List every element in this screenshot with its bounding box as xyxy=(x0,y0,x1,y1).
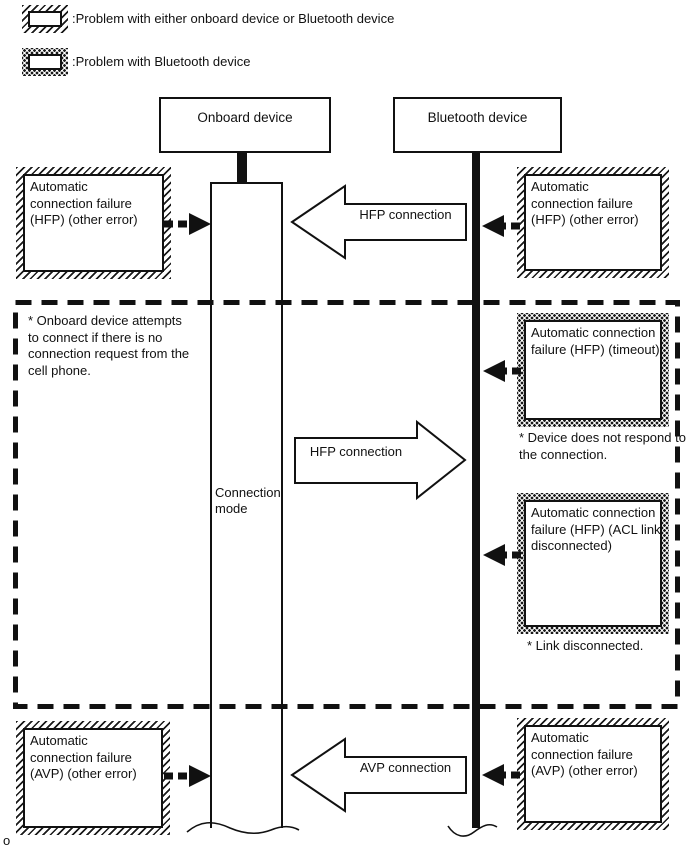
onboard-lifeline-break-wave xyxy=(186,822,300,834)
bluetooth-device-title: Bluetooth device xyxy=(427,110,528,125)
hfp-connection-top-label: HFP connection xyxy=(359,207,452,222)
legend-label-hatch: :Problem with either onboard device or B… xyxy=(72,11,395,26)
legend-hatch-swatch-inner xyxy=(28,11,62,27)
legend-dots-swatch-icon xyxy=(22,48,68,76)
avp-connection-label: AVP connection xyxy=(359,760,452,775)
connector-right-bottom-arrowhead-icon xyxy=(482,764,504,786)
connector-left-top-arrowhead-icon xyxy=(189,213,211,235)
page-corner-mark: o xyxy=(3,833,11,848)
connection-mode-activation-bar xyxy=(212,183,281,827)
connection-mode-activation-border xyxy=(210,182,283,828)
hfp-connection-arrow-right-icon xyxy=(294,419,467,501)
onboard-lifeline-stem xyxy=(237,152,247,183)
connector-timeout-arrowhead-icon xyxy=(483,360,505,382)
onboard-device-title: Onboard device xyxy=(197,110,293,125)
hfp-connection-arrow-left-icon xyxy=(290,184,467,260)
legend-label-dots: :Problem with Bluetooth device xyxy=(72,54,251,69)
bluetooth-lifeline-break-wave xyxy=(447,824,498,837)
bluetooth-lifeline xyxy=(472,152,480,828)
connector-left-bottom-arrowhead-icon xyxy=(189,765,211,787)
hfp-connection-mid-label: HFP connection xyxy=(309,444,403,459)
connector-acl-arrowhead-icon xyxy=(483,544,505,566)
onboard-device-header-box: Onboard device xyxy=(159,97,331,153)
connection-mode-dashed-region xyxy=(13,300,680,709)
bluetooth-device-header-box: Bluetooth device xyxy=(393,97,562,153)
note-link-disconnected: * Link disconnected. xyxy=(527,638,644,653)
legend-hatch-swatch-icon xyxy=(22,5,68,33)
avp-connection-arrow-left-icon xyxy=(290,737,467,813)
legend-dots-swatch-inner xyxy=(28,54,62,70)
connector-right-top-arrowhead-icon xyxy=(482,215,504,237)
